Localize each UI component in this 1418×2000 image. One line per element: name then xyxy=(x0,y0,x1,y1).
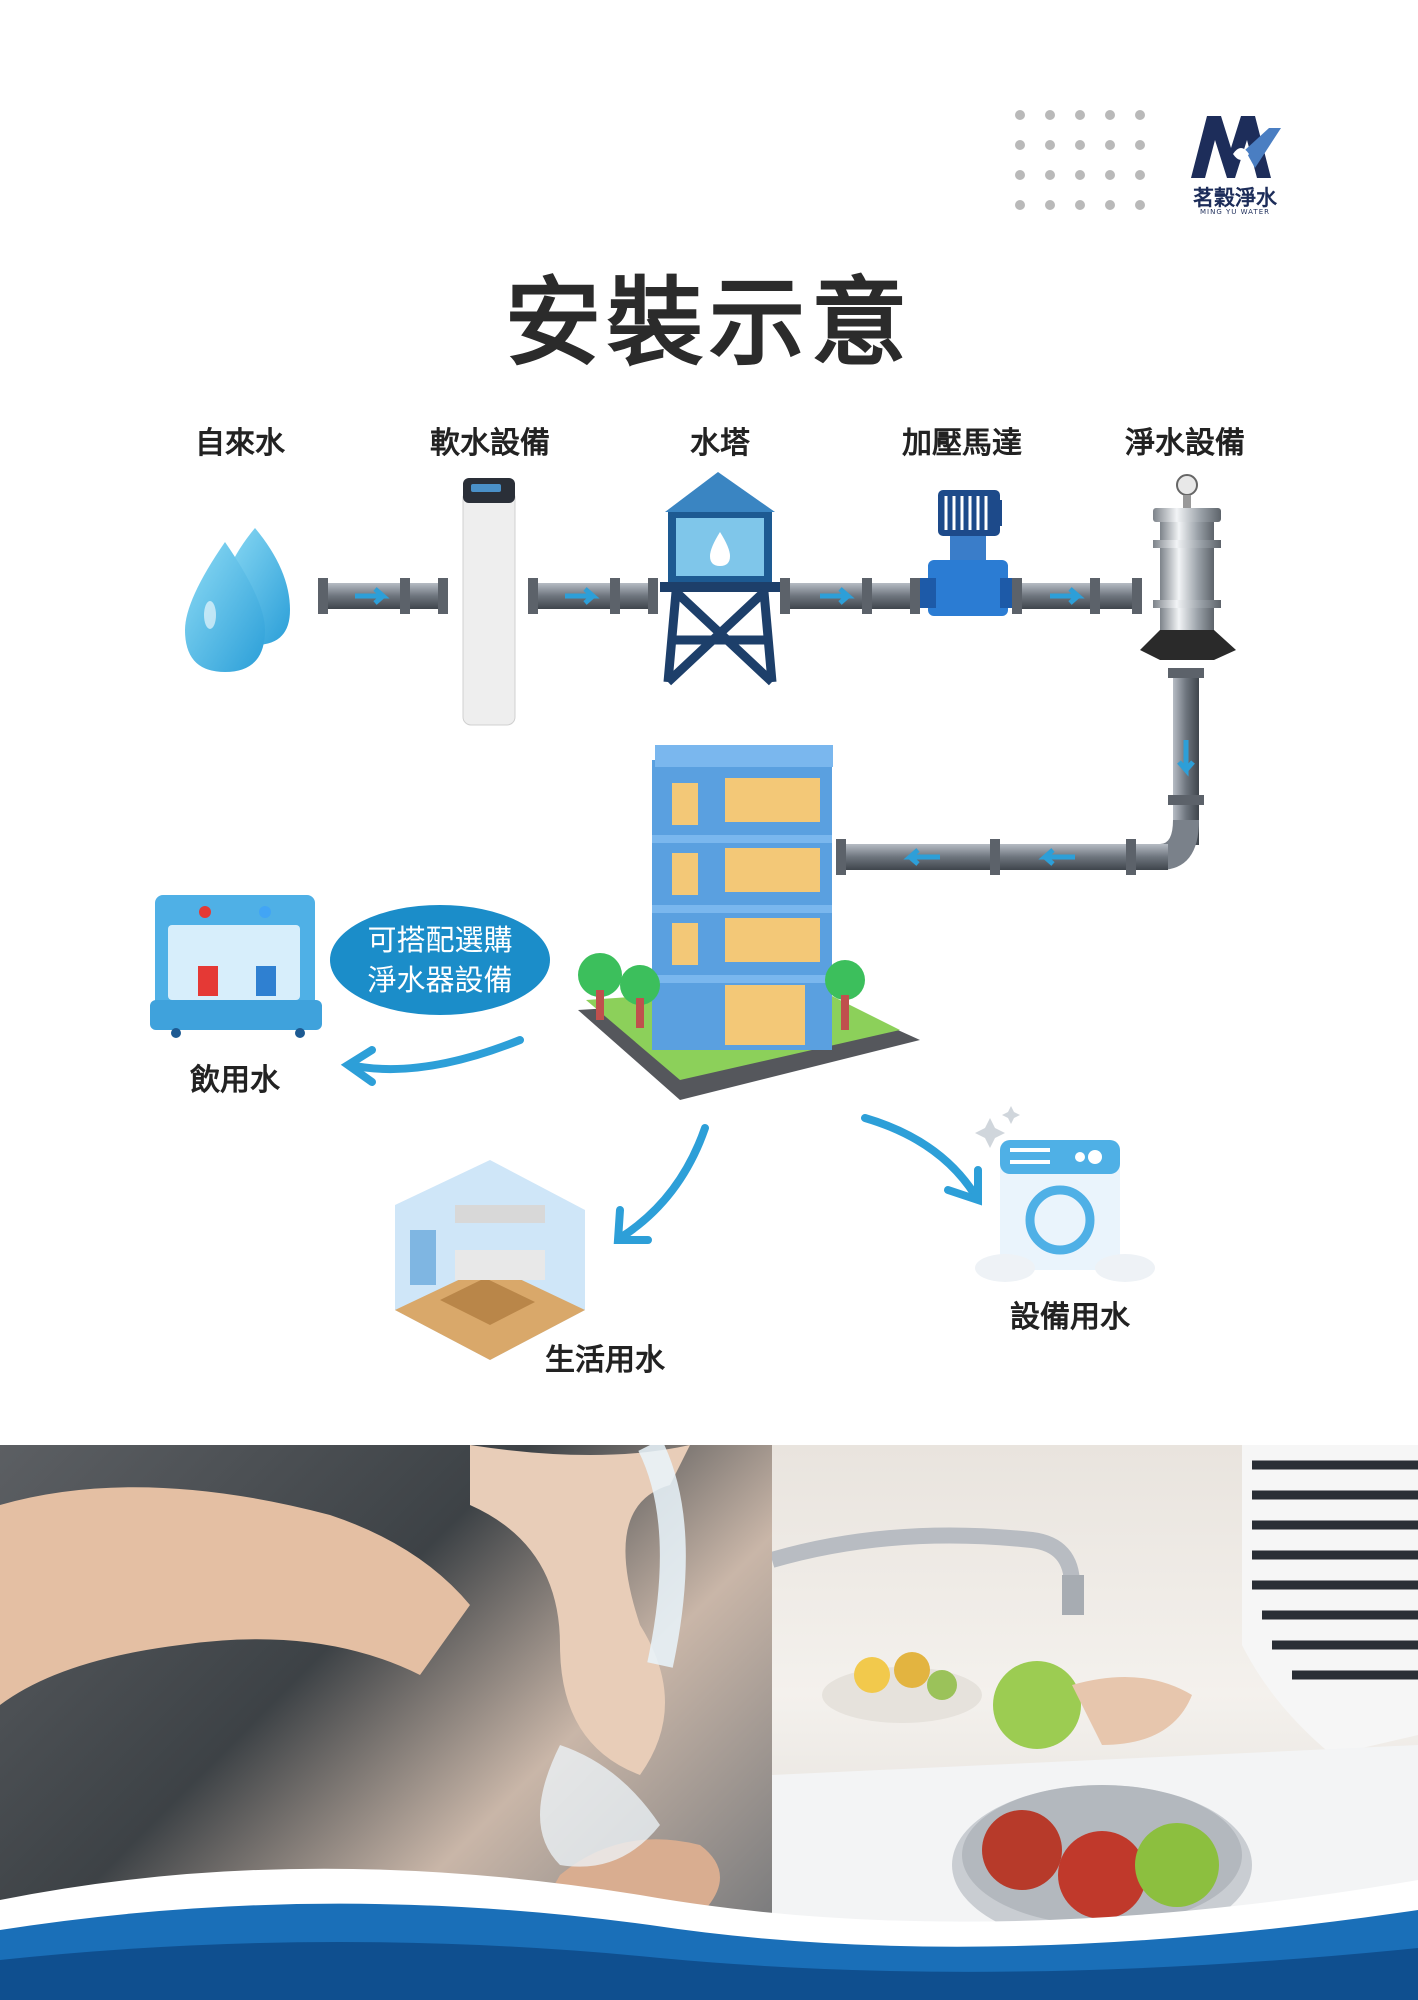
kitchen-room-icon xyxy=(395,1160,585,1360)
water-dispenser-icon xyxy=(150,895,322,1038)
output-label-equipment: 設備用水 xyxy=(1010,1300,1130,1335)
pipe-segment-4 xyxy=(1012,578,1142,614)
booster-pump-icon xyxy=(920,490,1016,616)
arrow-to-living xyxy=(613,1124,709,1244)
stage-label-purifier: 淨水設備 xyxy=(1125,426,1245,461)
arrow-to-equipment xyxy=(861,1114,982,1206)
pipe-segment-2 xyxy=(528,578,658,614)
pipe-segment-to-building xyxy=(836,839,1168,875)
bubble-line-1: 可搭配選購 xyxy=(367,923,513,957)
building-icon xyxy=(578,745,920,1100)
output-label-drinking: 飲用水 xyxy=(190,1063,280,1098)
washing-machine-icon xyxy=(975,1106,1155,1282)
pipe-segment-1 xyxy=(318,578,448,614)
water-softener-icon xyxy=(462,478,516,726)
page-title: 安裝示意 xyxy=(505,266,913,379)
installation-flow-diagram xyxy=(150,472,1236,1360)
water-tower-icon xyxy=(660,472,780,686)
water-drops-icon xyxy=(185,528,290,672)
arrow-to-drinking xyxy=(340,1036,524,1086)
brand-name: 茗穀淨水 xyxy=(1193,185,1277,210)
bubble-line-2: 淨水器設備 xyxy=(367,963,513,997)
brand-logo-mark xyxy=(1191,116,1281,178)
stage-label-booster-pump: 加壓馬達 xyxy=(902,426,1022,461)
brand-subtitle: MING YU WATER xyxy=(1200,208,1270,216)
bottom-wave-decoration xyxy=(0,1868,1418,2000)
stage-label-water-tower: 水塔 xyxy=(690,426,750,461)
dot-pattern xyxy=(1015,110,1165,220)
stage-label-tap-water: 自來水 xyxy=(195,426,285,461)
optional-purifier-bubble: 可搭配選購 淨水器設備 xyxy=(330,905,550,1015)
stainless-purifier-icon xyxy=(1140,474,1236,660)
stage-label-softener: 軟水設備 xyxy=(430,426,550,461)
pipe-segment-down xyxy=(1160,668,1204,870)
output-label-living: 生活用水 xyxy=(545,1343,665,1378)
pipe-segment-3 xyxy=(780,578,920,614)
